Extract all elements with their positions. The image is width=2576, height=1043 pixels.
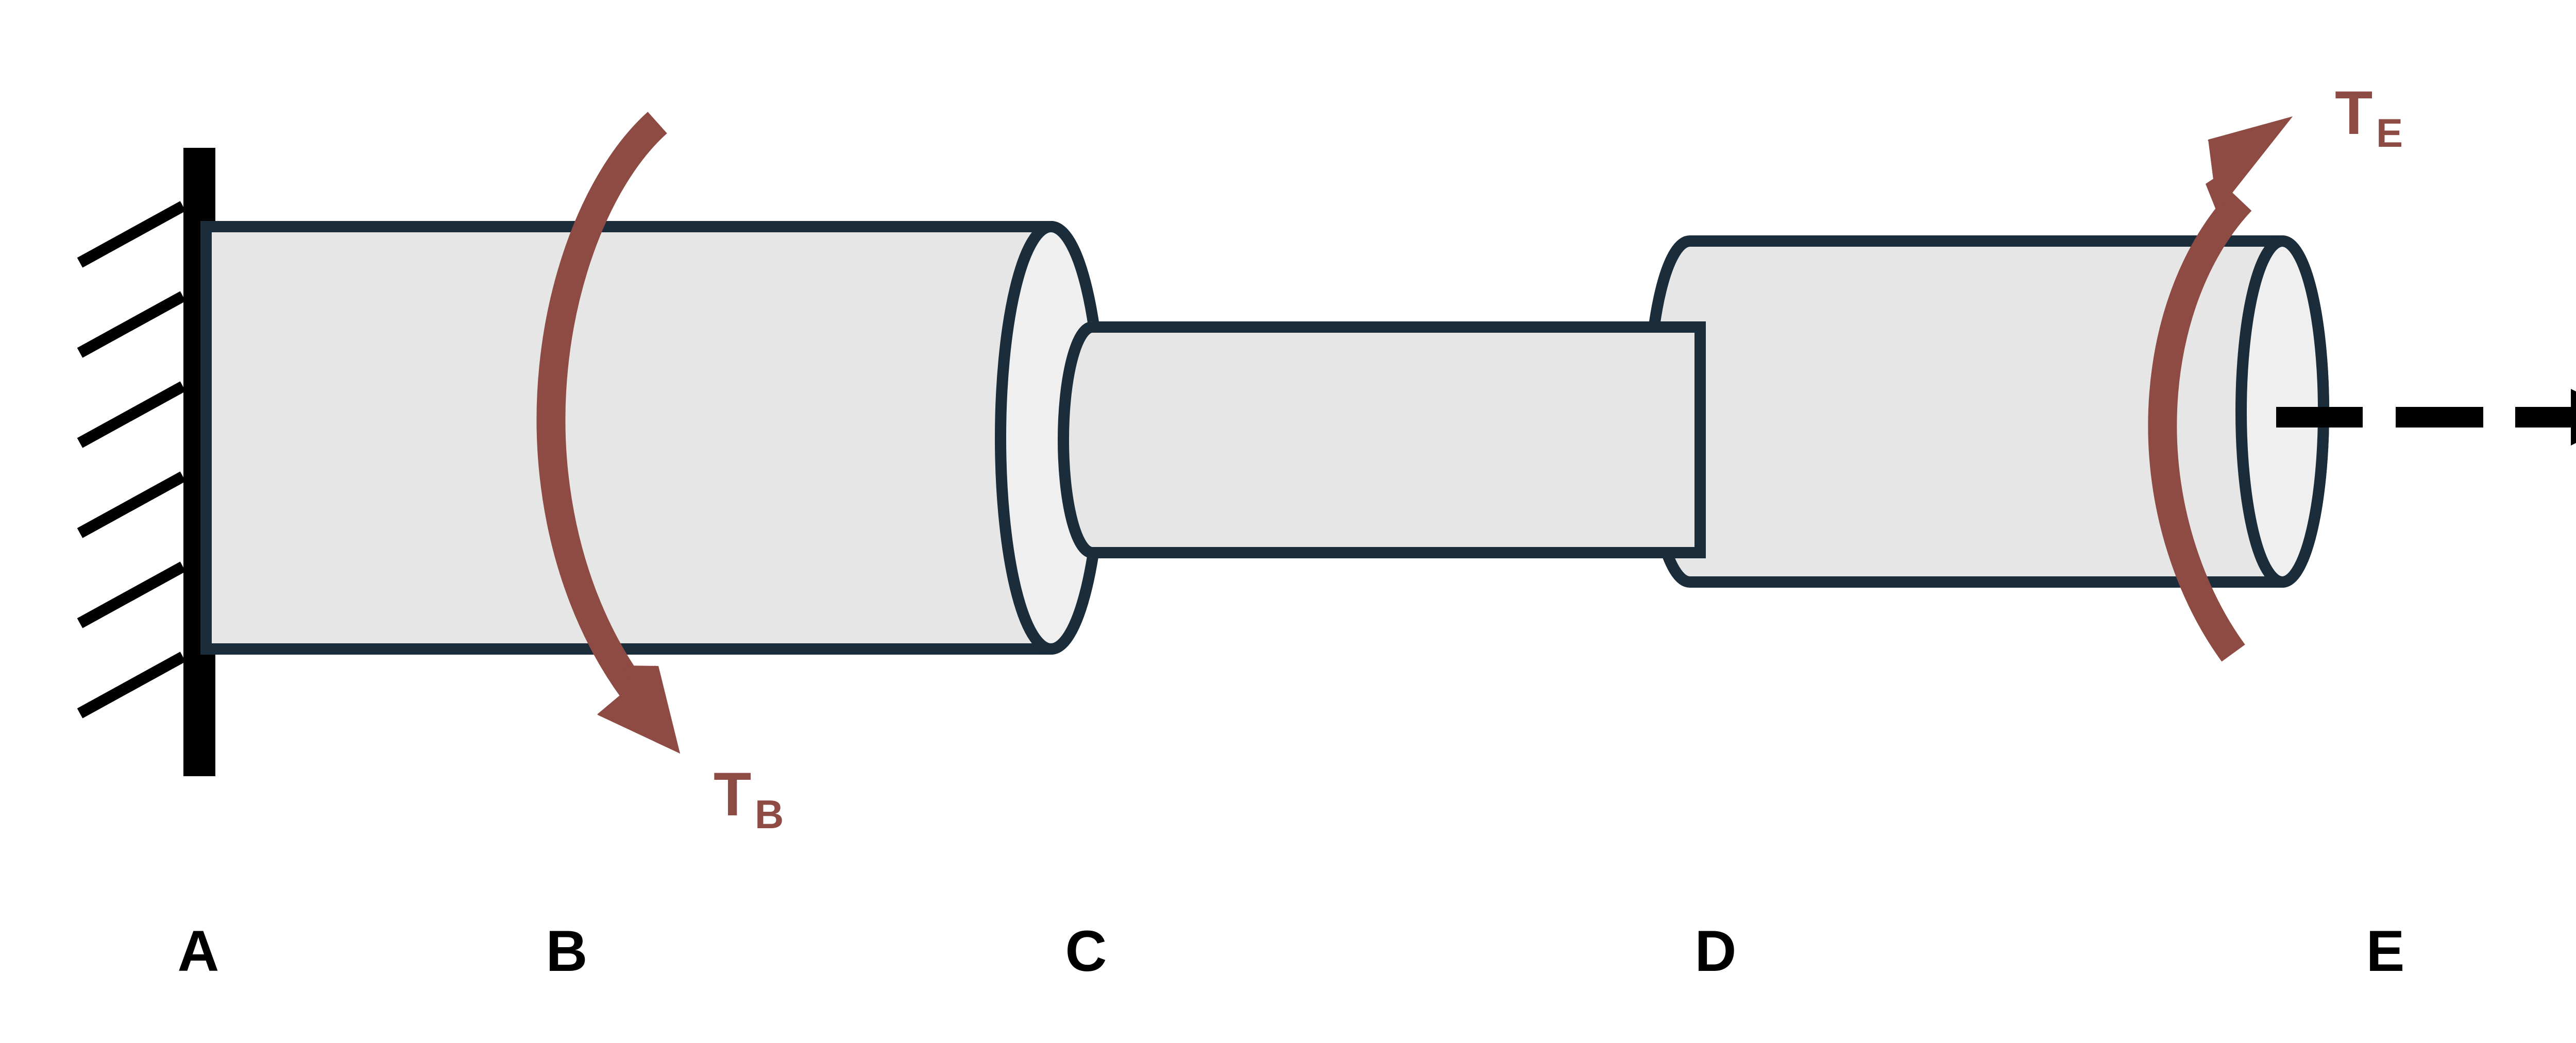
hatch-line (77, 652, 186, 719)
hatch-line (77, 381, 186, 448)
station-label-row: A B C D E (178, 919, 2405, 983)
torque-arrow-TB: T B (536, 112, 784, 837)
station-label-c: C (1065, 919, 1107, 983)
wall-hatching (77, 201, 186, 719)
hatch-line (77, 471, 186, 538)
segment-de-body (1643, 235, 2329, 588)
torque-TE-arrowhead-fill (2208, 116, 2293, 212)
torque-TE-symbol: T (2335, 78, 2372, 147)
axis-arrowhead-icon (2515, 389, 2576, 446)
segment-cd-overlap-front (1062, 321, 1195, 558)
segment-ac-body (200, 221, 1107, 655)
shaft-segment-de (1643, 235, 2329, 588)
station-label-b: B (546, 919, 588, 983)
torque-TB-symbol: T (714, 760, 751, 829)
axis-dash-1 (2276, 407, 2363, 428)
shaft-segment-ac (200, 221, 1206, 655)
hatch-line (77, 561, 186, 628)
station-label-e: E (2366, 919, 2405, 983)
torque-TE-arc (2148, 191, 2252, 662)
fixed-wall-support (77, 148, 215, 776)
axis-dash-2 (2396, 407, 2483, 428)
segment-cd-overlap-outline-arc (1058, 321, 1098, 558)
torque-arrow-TE: T E (2148, 78, 2403, 662)
station-label-a: A (178, 919, 219, 983)
torque-TE-subscript: E (2376, 110, 2403, 156)
torque-TB-arc (536, 112, 667, 698)
x-axis-indicator: x (2276, 389, 2576, 446)
torque-TB-arrowhead-fill (597, 665, 680, 754)
torque-TB-subscript: B (755, 792, 784, 837)
station-label-d: D (1695, 919, 1737, 983)
hatch-line (77, 291, 186, 358)
hatch-line (77, 201, 186, 268)
